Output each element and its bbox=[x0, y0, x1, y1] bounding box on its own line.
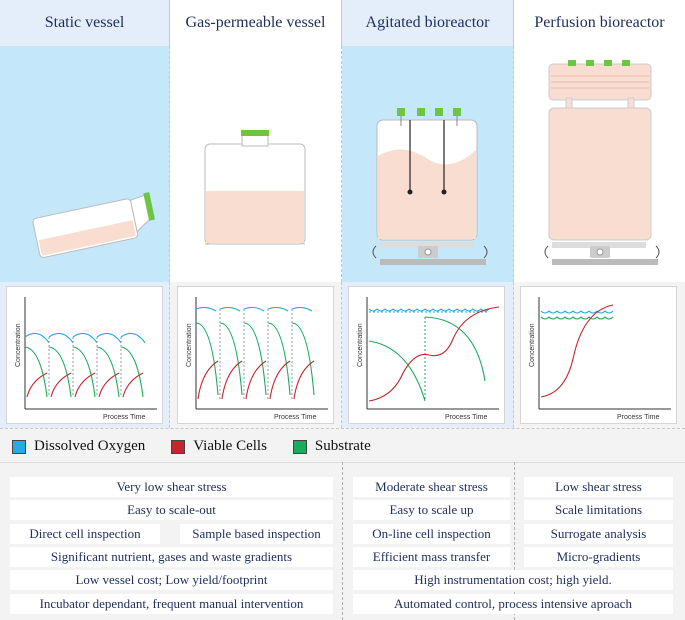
row4-agitated: Efficient mass transfer bbox=[353, 547, 510, 567]
gas-cap-icon bbox=[143, 192, 155, 221]
row1-agitated: Moderate shear stress bbox=[353, 477, 510, 497]
perfusion-bioreactor-chart: Concentration Process Time bbox=[520, 286, 677, 424]
row1-perfusion: Low shear stress bbox=[524, 477, 673, 497]
agitated-bioreactor-illustration bbox=[372, 108, 488, 265]
y-axis-label: Concentration bbox=[357, 323, 364, 367]
column-divider bbox=[514, 462, 515, 620]
row2-static: Easy to scale-out bbox=[10, 500, 333, 520]
y-axis-label: Concentration bbox=[529, 323, 536, 367]
row1-static: Very low shear stress bbox=[10, 477, 333, 497]
gas-permeable-vessel-illustration bbox=[204, 130, 306, 245]
legend-item-viable-cells: Viable Cells bbox=[171, 438, 267, 455]
header-gas-permeable-vessel: Gas-permeable vessel bbox=[170, 0, 342, 46]
row2-agitated: Easy to scale up bbox=[353, 500, 510, 520]
gas-cap-icon bbox=[397, 108, 405, 116]
x-axis-label: Process Time bbox=[445, 414, 488, 421]
row4-static: Significant nutrient, gases and waste gr… bbox=[10, 547, 333, 567]
gas-permeable-chart: Concentration Process Time bbox=[177, 286, 334, 424]
y-axis-label: Concentration bbox=[186, 323, 193, 367]
row3-gas-permeable: Sample based inspection bbox=[180, 524, 333, 544]
static-vessel-illustration bbox=[32, 192, 155, 258]
x-axis-label: Process Time bbox=[274, 414, 317, 421]
row3-perfusion: Surrogate analysis bbox=[524, 524, 673, 544]
rotation-arrow-icon bbox=[544, 245, 549, 259]
gas-cap-icon bbox=[568, 60, 576, 66]
row3-agitated: On-line cell inspection bbox=[353, 524, 510, 544]
header-perfusion-bioreactor: Perfusion bioreactor bbox=[514, 0, 685, 46]
y-axis-label: Concentration bbox=[15, 323, 22, 367]
stirrer-icon bbox=[407, 120, 447, 195]
row2-perfusion: Scale limitations bbox=[524, 500, 673, 520]
x-axis-label: Process Time bbox=[103, 414, 146, 421]
gas-cap-icon bbox=[241, 130, 269, 136]
row6-bioreactors: Automated control, process intensive apr… bbox=[353, 594, 673, 614]
row5-bioreactors: High instrumentation cost; high yield. bbox=[353, 570, 673, 590]
perfusion-bioreactor-illustration bbox=[544, 60, 660, 265]
header-agitated-bioreactor: Agitated bioreactor bbox=[342, 0, 514, 46]
agitated-bioreactor-chart: Concentration Process Time bbox=[348, 286, 505, 424]
x-axis-label: Process Time bbox=[617, 414, 660, 421]
legend-item-substrate: Substrate bbox=[292, 438, 371, 455]
row3-static: Direct cell inspection bbox=[10, 524, 160, 544]
row5-static: Low vessel cost; Low yield/footprint bbox=[10, 570, 333, 590]
rotation-arrow-icon bbox=[372, 245, 377, 259]
row4-perfusion: Micro-gradients bbox=[524, 547, 673, 567]
legend-item-dissolved-oxygen: Dissolved Oxygen bbox=[12, 438, 145, 455]
section-separator bbox=[0, 428, 685, 429]
column-divider bbox=[342, 462, 343, 620]
static-vessel-chart: Concentration Process Time bbox=[6, 286, 163, 424]
row6-static: Incubator dependant, frequent manual int… bbox=[10, 594, 333, 614]
legend: Dissolved Oxygen Viable Cells Substrate bbox=[12, 438, 397, 455]
header-static-vessel: Static vessel bbox=[0, 0, 170, 46]
